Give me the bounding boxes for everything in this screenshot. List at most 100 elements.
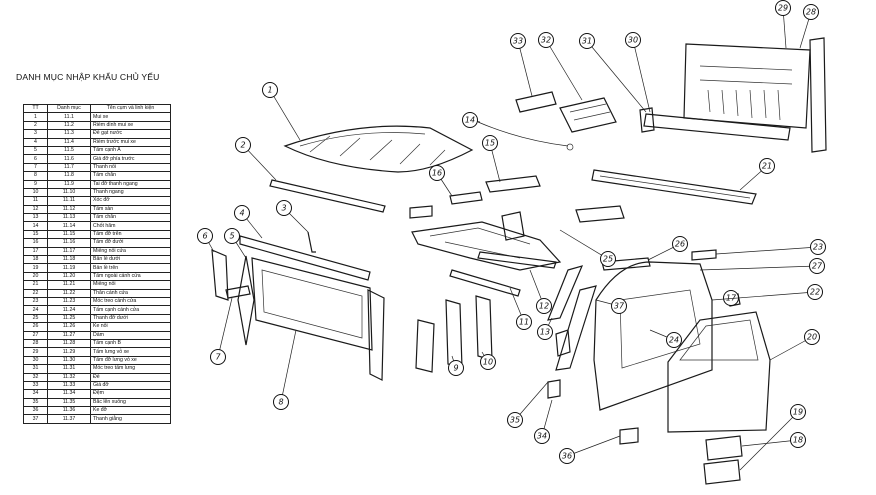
callout-circle [429,165,445,181]
callout-number: 26 [675,240,685,249]
part-a-pillar [237,255,255,346]
callout-circle [276,200,292,216]
callout-circle [775,0,791,16]
callout-circle [809,258,825,274]
part-rear-hook [639,107,655,133]
part-door-frame [593,261,713,411]
part-side-piece [415,319,435,373]
callout-circle [537,324,553,340]
callout-leader-line [586,40,647,113]
callout-leader-line [741,439,799,447]
callout-circle [579,33,595,49]
part-hinge-lower [705,435,743,461]
callout-number: 31 [582,37,592,46]
part-stiffener [547,265,584,321]
callout-number: 30 [628,36,638,45]
callout-circle [559,448,575,464]
part-wiper-base [307,231,316,253]
part-floor-bracket [501,211,525,241]
callout-circle [538,32,554,48]
callout-leader-line [715,246,819,255]
callout-number: 33 [513,37,523,46]
part-front-panel [251,257,373,351]
page-title: DANH MỤC NHẬP KHẨU CHỦ YẾU [16,72,160,82]
callout-number: 21 [762,162,772,171]
callout-number: 13 [540,328,550,337]
callout-number: 6 [202,232,207,241]
callout-circle [672,236,688,252]
callout-circle [197,228,213,244]
callout-circle [759,158,775,174]
callout-circle [666,332,682,348]
callout-number: 16 [432,169,442,178]
callout-circle [611,298,627,314]
callout-circle [273,394,289,410]
callout-number: 23 [813,243,823,252]
part-hinge-pin [691,249,717,261]
callout-number: 24 [669,336,679,345]
part-floor-bracket [575,205,625,223]
part-link-bar [225,285,251,299]
callout-circle [790,404,806,420]
callout-number: 10 [483,358,493,367]
callout-circle [480,354,496,370]
callout-number: 11 [519,318,529,327]
callout-number: 22 [810,288,820,297]
callout-number: 14 [465,116,475,125]
callout-number: 3 [281,204,286,213]
callout-leader-line [545,39,583,101]
part-rear-beam [591,169,757,205]
callout-number: 27 [812,262,823,271]
part-outer-door [667,311,771,433]
part-upper-support [485,175,541,193]
callout-number: 36 [562,452,572,461]
part-side-piece [445,299,463,369]
callout-circle [810,239,826,255]
callout-leader-line [514,381,549,421]
part-base-plate [559,97,617,133]
callout-circle [210,349,226,365]
part-hinge-upper [703,459,741,485]
callout-circle [534,428,550,444]
part-bracket [515,91,557,113]
callout-number: 17 [726,294,737,303]
callout-number: 7 [215,353,221,362]
callout-number: 35 [510,416,520,425]
callout-circle [235,137,251,153]
callout-circle [625,32,641,48]
callout-number: 34 [537,432,547,441]
callout-circle [462,112,478,128]
callout-number: 1 [267,86,272,95]
callout-circle [234,205,250,221]
callout-circle [507,412,523,428]
callout-number: 20 [807,333,817,342]
callout-circle [807,284,823,300]
callout-leader-line [280,329,297,403]
part-joint [601,257,651,271]
table-cell: Thanh giằng [90,414,171,424]
callout-number: 2 [240,141,245,150]
callout-leader-line [566,435,621,457]
part-front-header [239,235,371,281]
part-roof-rail [269,179,386,213]
callout-number: 15 [485,139,495,148]
part-b-pillar [555,285,597,371]
part-side-shield [367,289,385,381]
callout-leader-line [632,39,651,113]
callout-circle [790,432,806,448]
callout-circle [804,329,820,345]
part-floor [411,221,562,271]
callout-circle [516,314,532,330]
callout-leader-line [242,144,277,181]
part-rear-cross [643,113,791,141]
callout-number: 37 [614,302,625,311]
part-cross-beam [477,251,557,269]
part-roof [283,125,474,173]
